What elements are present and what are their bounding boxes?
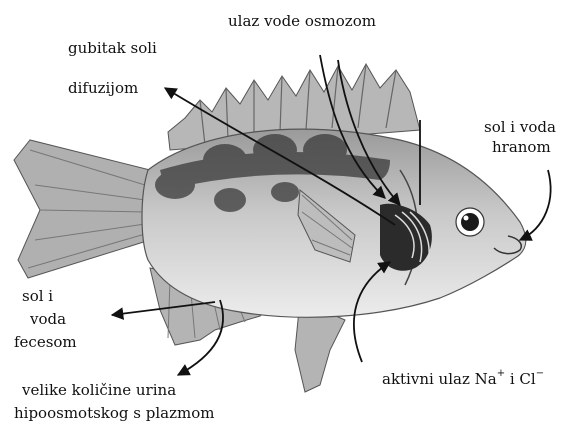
active-uptake-mid: i Cl: [505, 370, 536, 388]
label-food-line1: sol i voda: [484, 118, 556, 136]
label-urine-line2: hipoosmotskog s plazmom: [14, 404, 214, 422]
tail-fin: [14, 140, 150, 278]
active-uptake-prefix: aktivni ulaz Na: [382, 370, 497, 388]
label-food-line2: hranom: [492, 138, 551, 156]
label-feces-line3: fecesom: [14, 333, 77, 351]
label-feces-line2: voda: [29, 310, 66, 328]
na-charge: +: [497, 368, 505, 379]
label-salt-loss-line1: gubitak soli: [68, 39, 157, 57]
label-salt-loss-line2: difuzijom: [68, 79, 138, 97]
label-urine-line1: velike količine urina: [21, 381, 176, 399]
label-water-in-osmosis: ulaz vode osmozom: [228, 12, 376, 30]
cl-charge: −: [536, 368, 544, 379]
arrow-food-intake: [520, 170, 551, 240]
label-feces-line1: sol i: [22, 287, 53, 305]
label-active-uptake: aktivni ulaz Na+ i Cl−: [382, 368, 544, 388]
